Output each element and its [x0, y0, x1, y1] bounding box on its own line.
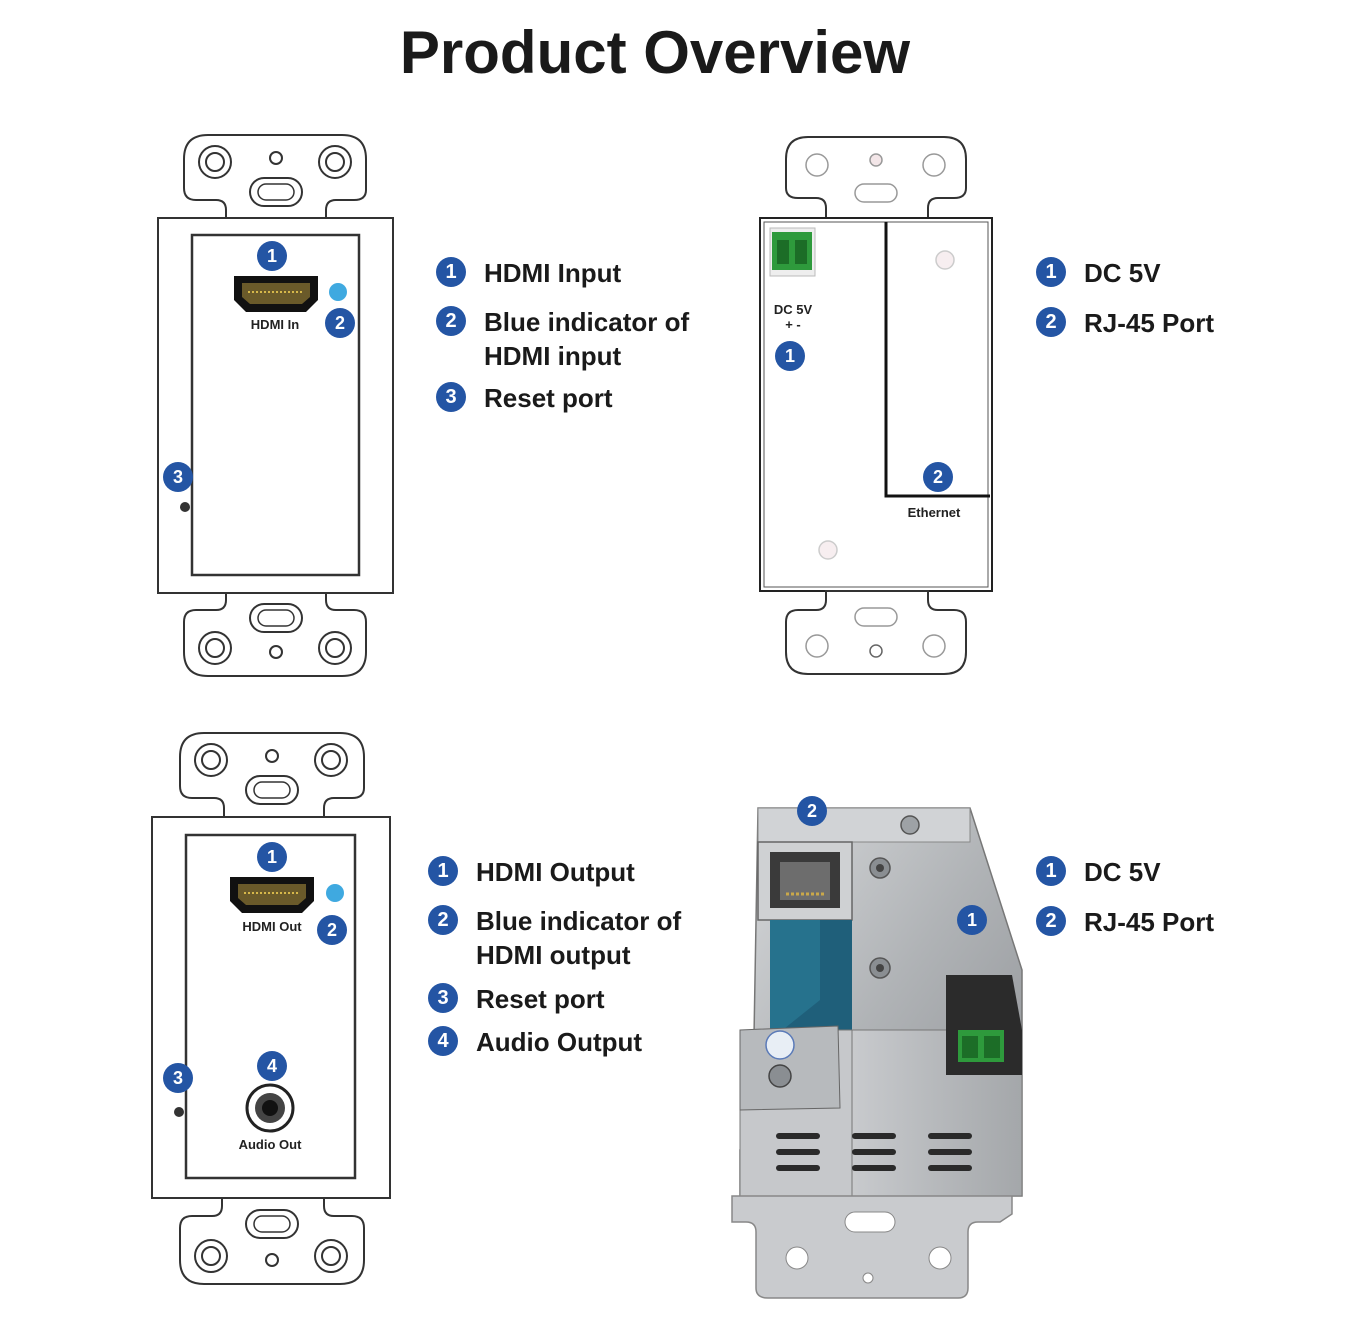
back-plate: DC 5V + - Ethernet 1 2	[759, 136, 993, 675]
led-indicator-icon	[329, 283, 347, 301]
legend-item: 3 Reset port	[428, 982, 728, 1016]
legend-text: Audio Output	[476, 1027, 643, 1057]
legend-top-right: 1 DC 5V 2 RJ-45 Port	[1036, 256, 1296, 340]
badge-2-photo: 2	[807, 801, 817, 821]
led-indicator-out-icon	[326, 884, 344, 902]
legend-text: RJ-45 Port	[1084, 907, 1215, 937]
hdmi-in-label: HDMI In	[251, 317, 299, 332]
legend-item: 1 HDMI Input	[436, 256, 736, 290]
badge-icon: 1	[428, 856, 458, 886]
badge-icon: 3	[428, 983, 458, 1013]
badge-4-out: 4	[267, 1056, 277, 1076]
badge-icon: 2	[1036, 906, 1066, 936]
badge-icon: 1	[436, 257, 466, 287]
legend-item: 3 Reset port	[436, 381, 736, 415]
reset-hole-out-icon	[174, 1107, 184, 1117]
badge-1-out: 1	[267, 847, 277, 867]
badge-icon: 4	[428, 1026, 458, 1056]
legend-item: 2 RJ-45 Port	[1036, 306, 1296, 340]
legend-text: Blue indicator of HDMI output	[476, 906, 682, 970]
page-title: Product Overview	[399, 19, 911, 86]
ethernet-label: Ethernet	[908, 505, 961, 520]
audio-out-label: Audio Out	[239, 1137, 302, 1152]
reset-hole-icon	[180, 502, 190, 512]
badge-icon: 1	[1036, 856, 1066, 886]
badge-3: 3	[173, 467, 183, 487]
badge-1-back: 1	[785, 346, 795, 366]
legend-text: DC 5V	[1084, 258, 1161, 288]
legend-text: RJ-45 Port	[1084, 308, 1215, 338]
legend-item: 1 DC 5V	[1036, 855, 1296, 889]
hdmi-out-label: HDMI Out	[242, 919, 302, 934]
legend-text: Reset port	[484, 383, 613, 413]
badge-2: 2	[335, 313, 345, 333]
legend-item: 2 RJ-45 Port	[1036, 905, 1296, 939]
front-plate-hdmi-in: HDMI In 1 2 3	[157, 134, 394, 677]
badge-icon: 2	[1036, 307, 1066, 337]
unit-photo: 2 1	[731, 796, 1023, 1299]
legend-item: 4 Audio Output	[428, 1025, 728, 1059]
badge-icon: 2	[436, 306, 466, 336]
badge-1: 1	[267, 246, 277, 266]
dc5v-label: DC 5V	[774, 302, 813, 317]
badge-2-out: 2	[327, 920, 337, 940]
plus-minus-label: + -	[785, 317, 801, 332]
badge-icon: 3	[436, 382, 466, 412]
legend-text: HDMI Input	[484, 258, 622, 288]
legend-top-left: 1 HDMI Input 2 Blue indicator of HDMI inpu…	[436, 256, 736, 415]
legend-bottom-left: 1 HDMI Output 2 Blue indicator of HDMI out…	[428, 855, 728, 1059]
legend-item: 2 Blue indicator of HDMI output	[428, 904, 721, 972]
legend-item: 1 DC 5V	[1036, 256, 1296, 290]
legend-item: 2 Blue indicator of HDMI input	[436, 305, 724, 373]
badge-2-back: 2	[933, 467, 943, 487]
legend-item: 1 HDMI Output	[428, 855, 728, 889]
legend-text: Blue indicator of HDMI input	[484, 307, 690, 371]
legend-bottom-right: 1 DC 5V 2 RJ-45 Port	[1036, 855, 1296, 939]
badge-1-photo: 1	[967, 910, 977, 930]
badge-3-out: 3	[173, 1068, 183, 1088]
legend-text: HDMI Output	[476, 857, 635, 887]
badge-icon: 1	[1036, 257, 1066, 287]
badge-icon: 2	[428, 905, 458, 935]
front-plate-hdmi-out: HDMI Out Audio Out 1 2 3 4	[151, 732, 391, 1285]
legend-text: DC 5V	[1084, 857, 1161, 887]
legend-text: Reset port	[476, 984, 605, 1014]
